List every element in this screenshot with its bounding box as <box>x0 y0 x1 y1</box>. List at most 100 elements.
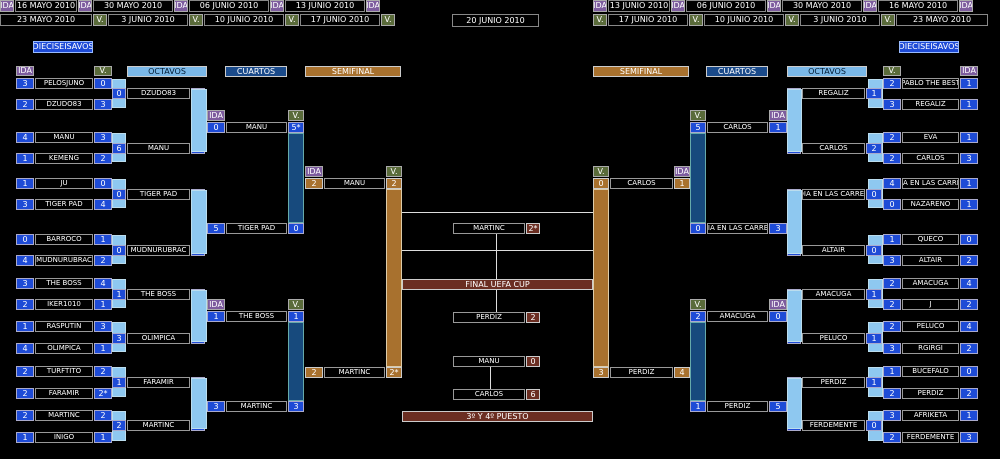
final-team-1[interactable]: PERDIZ <box>453 312 525 323</box>
third-score-1: 6 <box>526 389 540 400</box>
final-score-0: 2* <box>526 223 540 234</box>
date-strip-left-bot-1: V. <box>93 14 107 26</box>
r32-left-leg2-7: 2 <box>94 255 112 266</box>
qf-left-team-3[interactable]: MARTINC <box>226 401 287 412</box>
sf-left-team-1[interactable]: MARTINC <box>324 367 385 378</box>
r32-right-leg1-15: 2 <box>883 432 901 443</box>
r32-left-leg2-0: 0 <box>94 78 112 89</box>
r32-right-team-13[interactable]: PERDIZ <box>902 388 959 399</box>
r32-left-team-1[interactable]: DZUDO83 <box>35 99 93 110</box>
r32-right-team-3[interactable]: CARLOS <box>902 153 959 164</box>
r32-left-team-10[interactable]: RASPUTIN <box>35 321 93 332</box>
r32-right-leg2-4: 1 <box>960 178 978 189</box>
r16-right-leg2-5: 1 <box>866 333 882 344</box>
r16-left-team-6[interactable]: FARAMIR <box>127 377 190 388</box>
sf-left-leg1-0: 2 <box>305 178 323 189</box>
r16-right-team-6[interactable]: PERDIZ <box>802 377 865 388</box>
final-date: 20 JUNIO 2010 <box>452 14 539 27</box>
r16-right-leg2-4: 1 <box>866 289 882 300</box>
r16-left-team-1[interactable]: MANU <box>127 143 190 154</box>
r32-right-leg2-15: 3 <box>960 432 978 443</box>
sf-left-team-0[interactable]: MANU <box>324 178 385 189</box>
r32-right-team-6[interactable]: QUECO <box>902 234 959 245</box>
r32-left-team-0[interactable]: PELOSJUNO <box>35 78 93 89</box>
r32-left-team-13[interactable]: FARAMIR <box>35 388 93 399</box>
qf-right-team-2[interactable]: AMACUGA <box>707 311 768 322</box>
r32-right-team-15[interactable]: FERDEMENTE <box>902 432 959 443</box>
sf-left-leg1-1: 2 <box>305 367 323 378</box>
date-strip-right-bot-0: V. <box>593 14 607 26</box>
connector-sf-left <box>386 189 402 367</box>
date-strip-left-top-5: 06 JUNIO 2010 <box>189 0 269 12</box>
qf-left-leg1-1: 5 <box>207 223 225 234</box>
r32-left-team-15[interactable]: IÑIGO <box>35 432 93 443</box>
qf-left-leg1-2: 1 <box>207 311 225 322</box>
r32-left-team-7[interactable]: MUDNURUBRAC <box>35 255 93 266</box>
qf-left-leg1-0: 0 <box>207 122 225 133</box>
qf-left-team-1[interactable]: TIGER PAD <box>226 223 287 234</box>
third-team-0[interactable]: MANU <box>453 356 525 367</box>
r32-right-team-14[interactable]: AFRIKETA <box>902 410 959 421</box>
r32-right-team-4[interactable]: NI DIA EN LAS CARRERAS <box>902 178 959 189</box>
qf-right-team-0[interactable]: CARLOS <box>707 122 768 133</box>
qf-left-leg2-1: 0 <box>288 223 304 234</box>
r16-right-team-0[interactable]: REGALIZ <box>802 88 865 99</box>
r16-right-team-4[interactable]: AMACUGA <box>802 289 865 300</box>
connector-r16-left-3 <box>191 378 207 429</box>
qf-left-team-2[interactable]: THE BOSS <box>226 311 287 322</box>
r32-left-team-12[interactable]: TURFTITO <box>35 366 93 377</box>
header-ida-left: IDA <box>16 66 34 76</box>
r32-left-team-3[interactable]: KEMENG <box>35 153 93 164</box>
r16-right-team-2[interactable]: NI DIA EN LAS CARRERAS <box>802 189 865 200</box>
r16-left-team-3[interactable]: MUDNURUBRAC <box>127 245 190 256</box>
r32-right-team-9[interactable]: J <box>902 299 959 310</box>
r32-right-leg2-9: 2 <box>960 299 978 310</box>
qf-right-team-3[interactable]: PERDIZ <box>707 401 768 412</box>
r32-right-team-11[interactable]: RGIRGI <box>902 343 959 354</box>
date-strip-right-top-5: 30 MAYO 2010 <box>782 0 862 12</box>
r32-right-team-8[interactable]: AMACUGA <box>902 278 959 289</box>
sf-right-team-0[interactable]: CARLOS <box>610 178 673 189</box>
r32-left-team-2[interactable]: MANU <box>35 132 93 143</box>
date-strip-left-top-8: IDA <box>366 0 380 12</box>
r32-right-leg2-8: 4 <box>960 278 978 289</box>
r32-right-team-5[interactable]: NAZARENO <box>902 199 959 210</box>
r16-left-leg1-1: 6 <box>112 143 126 154</box>
r16-right-team-3[interactable]: ALTAIR <box>802 245 865 256</box>
r16-right-team-7[interactable]: FERDEMENTE <box>802 420 865 431</box>
r32-right-leg2-3: 3 <box>960 153 978 164</box>
r16-left-team-4[interactable]: THE BOSS <box>127 289 190 300</box>
r16-right-team-1[interactable]: CARLOS <box>802 143 865 154</box>
r16-right-leg2-3: 0 <box>866 245 882 256</box>
r16-left-leg1-2: 0 <box>112 189 126 200</box>
qf-right-v-b: V. <box>690 299 706 310</box>
r32-left-team-8[interactable]: THE BOSS <box>35 278 93 289</box>
r32-left-team-6[interactable]: BARROCO <box>35 234 93 245</box>
date-strip-right-bot-7: 23 MAYO 2010 <box>896 14 988 26</box>
r16-left-team-5[interactable]: OLIMPICA <box>127 333 190 344</box>
r32-left-team-9[interactable]: IKER1010 <box>35 299 93 310</box>
r32-right-leg1-4: 4 <box>883 178 901 189</box>
r32-left-team-14[interactable]: MARTINC <box>35 410 93 421</box>
r32-left-team-4[interactable]: JU <box>35 178 93 189</box>
r32-right-team-10[interactable]: PELUCO <box>902 321 959 332</box>
r16-left-team-7[interactable]: MARTINC <box>127 420 190 431</box>
r32-right-team-2[interactable]: EVA <box>902 132 959 143</box>
qf-left-team-0[interactable]: MANU <box>226 122 287 133</box>
qf-right-team-1[interactable]: NI DIA EN LAS CARRERAS <box>707 223 768 234</box>
r32-left-leg1-9: 2 <box>16 299 34 310</box>
date-strip-left-top-0: IDA <box>0 0 14 12</box>
final-team-0[interactable]: MARTINC <box>453 223 525 234</box>
r16-left-team-0[interactable]: DZUDO83 <box>127 88 190 99</box>
r16-right-team-5[interactable]: PELUCO <box>802 333 865 344</box>
third-team-1[interactable]: CARLOS <box>453 389 525 400</box>
sf-right-team-1[interactable]: PERDIZ <box>610 367 673 378</box>
r32-left-team-11[interactable]: OLIMPICA <box>35 343 93 354</box>
r32-left-leg1-1: 2 <box>16 99 34 110</box>
r32-right-team-12[interactable]: BUCEFALO <box>902 366 959 377</box>
r32-right-team-7[interactable]: ALTAIR <box>902 255 959 266</box>
r32-left-team-5[interactable]: TIGER PAD <box>35 199 93 210</box>
r16-left-team-2[interactable]: TIGER PAD <box>127 189 190 200</box>
r32-right-team-1[interactable]: REGALIZ <box>902 99 959 110</box>
r32-right-team-0[interactable]: PABLO THE BEST <box>902 78 959 89</box>
